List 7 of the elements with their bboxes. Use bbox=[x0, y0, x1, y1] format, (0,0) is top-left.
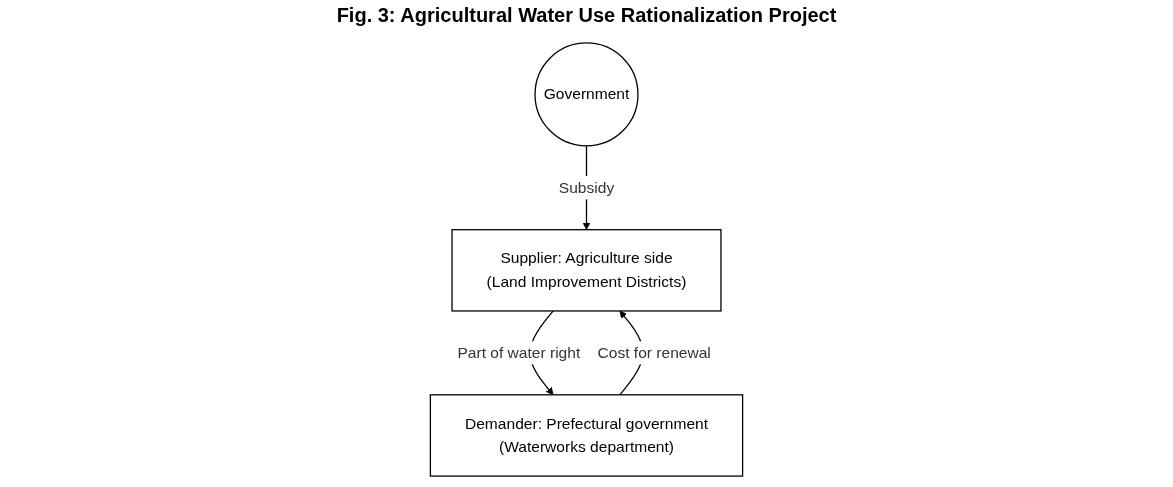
node-circle: Government bbox=[534, 42, 639, 147]
edge-label: Part of water right bbox=[457, 343, 581, 362]
edge-label: Subsidy bbox=[558, 178, 615, 196]
node-box: Demander: Prefectural government (Waterworks department) bbox=[429, 394, 744, 477]
node-box: Supplier: Agriculture side (Land Improvement Districts) bbox=[451, 229, 722, 312]
diagram-title: Fig. 3: Agricultural Water Use Rationalization Project bbox=[336, 4, 837, 27]
edge-label: Cost for renewal bbox=[597, 343, 711, 362]
